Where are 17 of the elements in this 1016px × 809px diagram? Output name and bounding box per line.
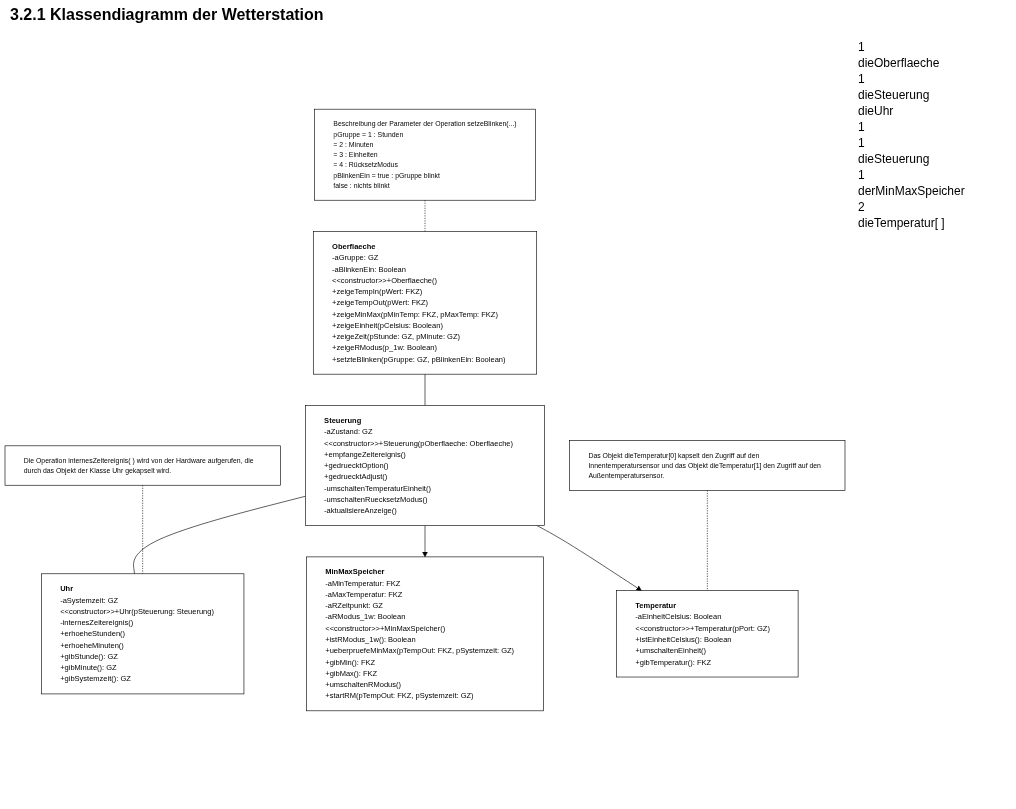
role-label: dieSteuerung [858, 88, 931, 102]
role-label: dieUhr [858, 104, 895, 118]
role-label: 1 [858, 136, 866, 150]
role-label: derMinMaxSpeicher [858, 184, 966, 198]
connector [707, 490, 708, 591]
role-label: 1 [858, 40, 866, 54]
role-label: dieOberflaeche [858, 56, 941, 70]
role-label: 1 [858, 168, 866, 182]
diagram-title: 3.2.1 Klassendiagramm der Wetterstation [10, 6, 325, 24]
connector [424, 373, 426, 406]
role-label: 1 [858, 120, 866, 134]
role-label: dieTemperatur[ ] [858, 216, 946, 230]
connector [424, 199, 426, 232]
connector [133, 495, 306, 575]
role-label: dieSteuerung [858, 152, 931, 166]
role-label: 1 [858, 72, 866, 86]
role-label: 2 [858, 200, 866, 214]
